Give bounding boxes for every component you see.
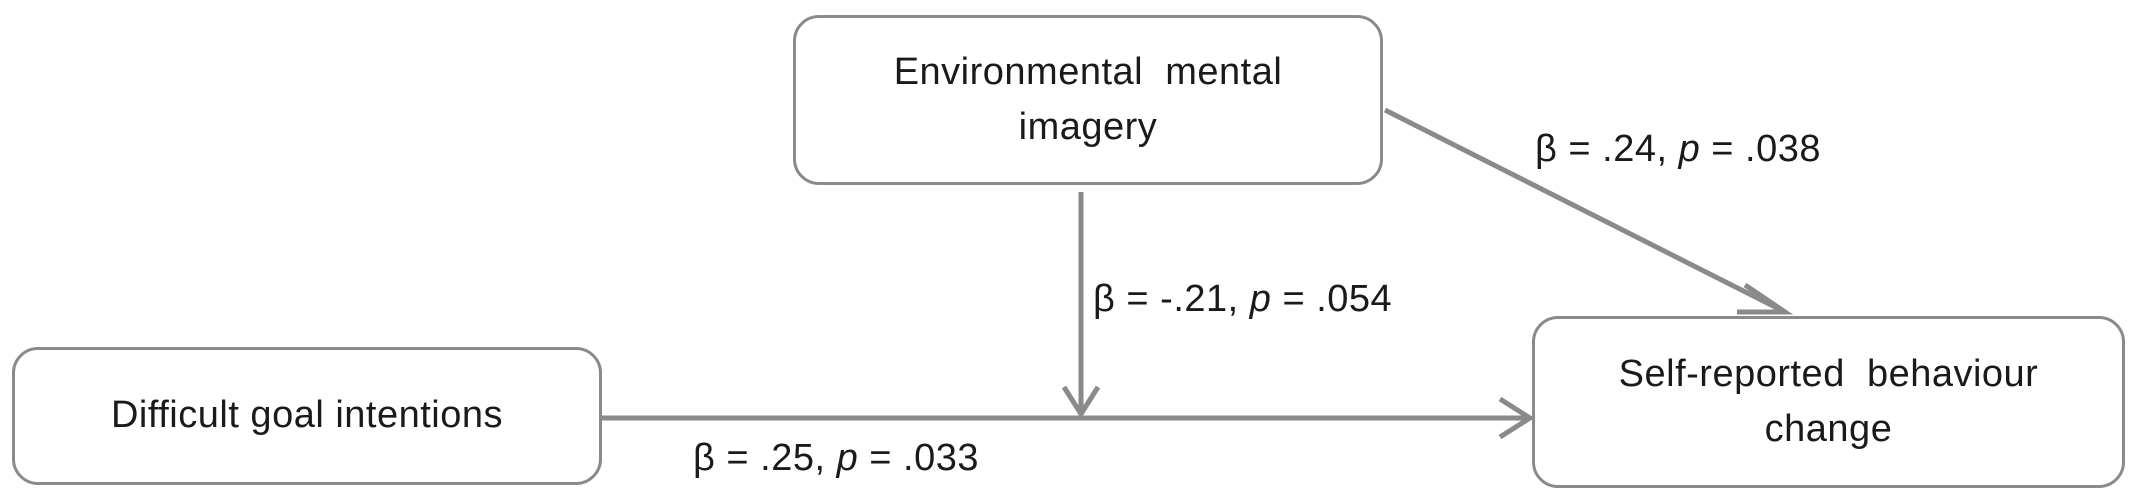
label-moderation-p-value: = .054 [1271, 278, 1393, 320]
node-difficult-goal-intentions: Difficult goal intentions [12, 347, 602, 485]
label-goals-p-value: = .033 [858, 437, 980, 479]
label-goals-p-symbol: p [836, 437, 859, 479]
arrowhead-moderation [1061, 385, 1101, 419]
arrowhead-imagery-to-behaviour [1737, 282, 1794, 315]
node-goals-line1: Difficult goal intentions [110, 394, 504, 437]
node-environmental-mental-imagery-text: Environmental mental imagery [894, 45, 1283, 155]
label-imagery-p-symbol: p [1678, 128, 1701, 170]
label-imagery-coef: β = .24, [1535, 128, 1679, 170]
label-moderation: β = -.21, p = .054 [1093, 278, 1392, 321]
node-environmental-mental-imagery: Environmental mental imagery [793, 15, 1383, 185]
node-imagery-line1: Environmental mental [893, 50, 1283, 93]
node-self-reported-behaviour-change-text: Self-reported behaviour change [1619, 347, 2039, 457]
arrowhead-goals-to-behaviour [1498, 396, 1535, 440]
node-imagery-line2: imagery [1018, 106, 1158, 148]
label-goals-coef: β = .25, [693, 437, 837, 479]
node-behaviour-line2: change [1764, 408, 1893, 450]
node-self-reported-behaviour-change: Self-reported behaviour change [1532, 316, 2125, 488]
node-behaviour-line1: Self-reported behaviour [1618, 352, 2039, 395]
label-imagery-to-behaviour: β = .24, p = .038 [1535, 128, 1821, 171]
label-moderation-coef: β = -.21, [1093, 278, 1250, 320]
label-goals-to-behaviour: β = .25, p = .033 [693, 437, 979, 480]
label-moderation-p-symbol: p [1249, 278, 1272, 320]
label-imagery-p-value: = .038 [1700, 128, 1822, 170]
arrow-imagery-to-behaviour [1383, 107, 1787, 315]
